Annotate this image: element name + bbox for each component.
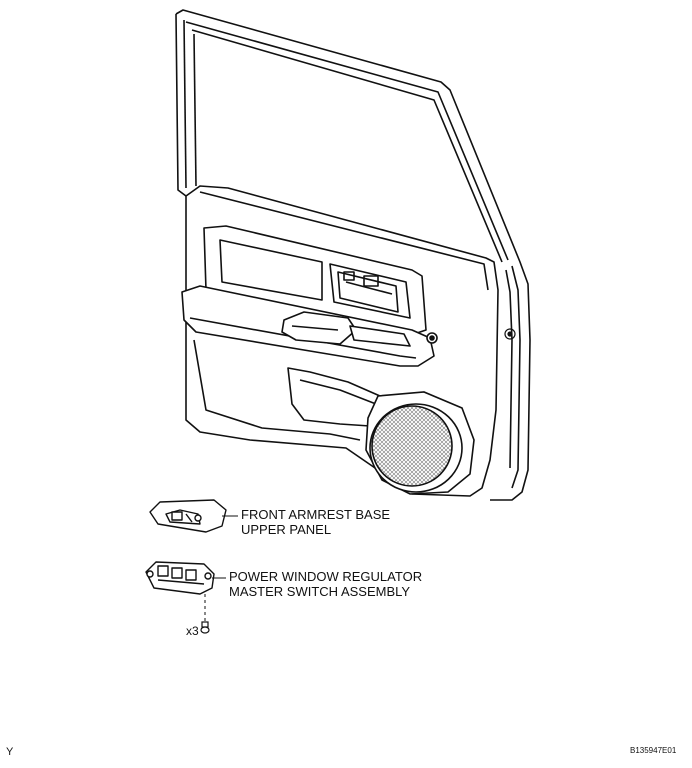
corner-mark: Y [6, 746, 14, 758]
figure-code: B135947E01 [630, 746, 677, 755]
power-window-master-switch [145, 561, 215, 595]
screw-icon [200, 621, 210, 634]
front-armrest-base-upper-panel [149, 499, 227, 533]
speaker-grille [365, 391, 475, 495]
door-frame [175, 9, 531, 501]
door-clip [504, 328, 516, 340]
label-armrest-line1: FRONT ARMREST BASE [241, 507, 391, 522]
label-armrest-line2: UPPER PANEL [241, 522, 332, 537]
label-switch-line1: POWER WINDOW REGULATOR [229, 569, 423, 584]
label-screw-quantity: x3 [186, 624, 199, 638]
label-switch-line2: MASTER SWITCH ASSEMBLY [229, 584, 411, 599]
